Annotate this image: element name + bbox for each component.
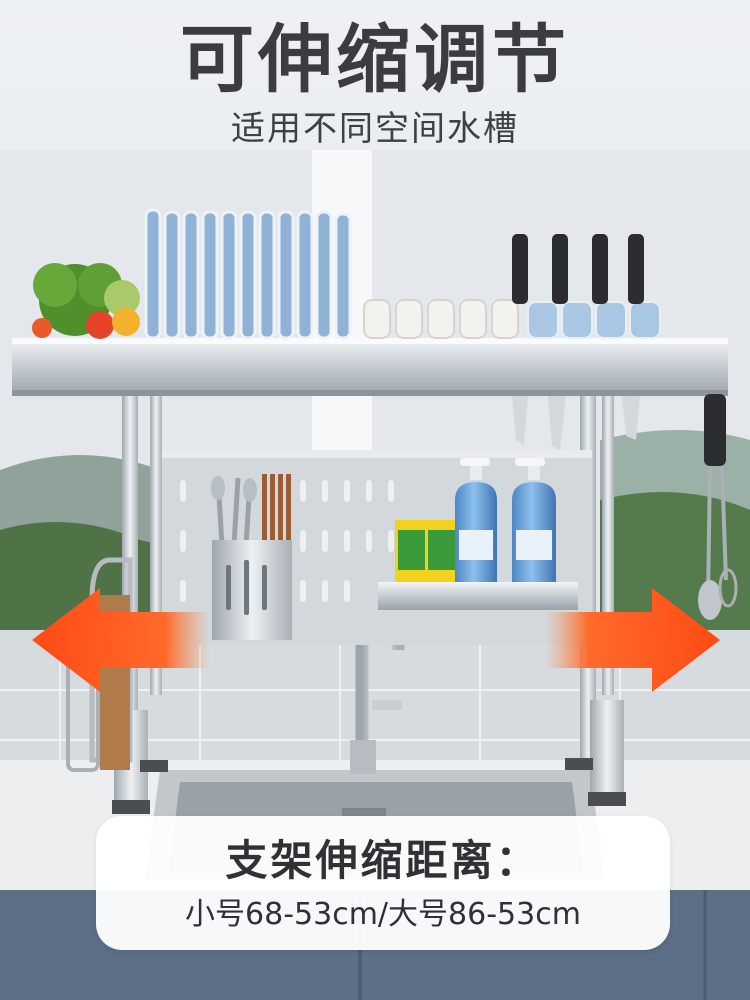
bowls [363,299,661,339]
vegetables [32,263,140,339]
page-subtitle: 适用不同空间水槽 [231,109,519,149]
utensil-holder [211,474,292,640]
plates [144,208,352,340]
arrow-left [32,588,210,692]
sponges [395,520,455,582]
top-shelf [12,338,728,396]
spec-heading: 支架伸缩距离： [225,836,541,885]
small-tray [378,582,578,610]
expand-arrows [32,588,720,692]
spec-sizes: 小号68-53cm/大号86-53cm [185,897,581,932]
page-title: 可伸缩调节 [180,17,570,103]
soap-bottles [455,458,556,585]
knives [512,234,644,450]
hanging-utensils [698,394,738,620]
spec-card: 支架伸缩距离： 小号68-53cm/大号86-53cm [96,816,670,950]
arrow-right [545,588,720,692]
